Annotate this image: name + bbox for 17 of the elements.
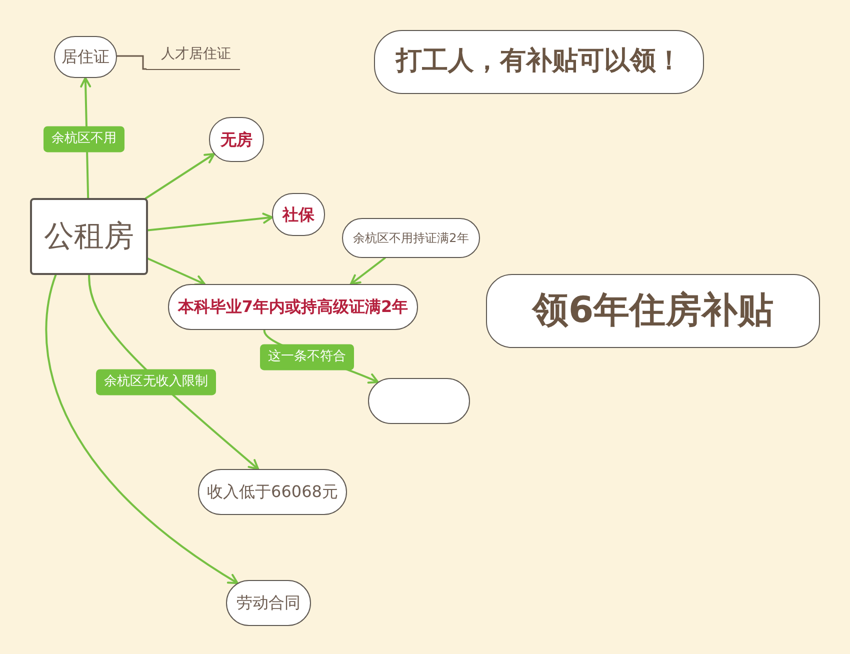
headline-box: 打工人，有补贴可以领！: [374, 30, 704, 94]
headline-box: 领6年住房补贴: [486, 274, 820, 348]
topic-bubble: [368, 378, 470, 424]
arrow: [45, 274, 238, 584]
subtopic-label: 人才居住证: [146, 44, 240, 70]
arrow: [144, 153, 216, 200]
arrow: [147, 212, 274, 232]
topic-bubble: 余杭区不用持证满2年: [342, 218, 480, 258]
topic-bubble: 收入低于66068元: [198, 469, 347, 515]
central-topic-box: 公租房: [30, 198, 148, 275]
topic-bubble: 本科毕业7年内或持高级证满2年: [168, 284, 418, 330]
arrow: [147, 258, 206, 286]
edge-label: 这一条不符合: [260, 344, 354, 370]
arrow: [350, 257, 386, 285]
edge-label: 余杭区不用: [44, 126, 124, 152]
edge-label: 余杭区无收入限制: [96, 369, 216, 395]
connector-line: [116, 55, 147, 70]
